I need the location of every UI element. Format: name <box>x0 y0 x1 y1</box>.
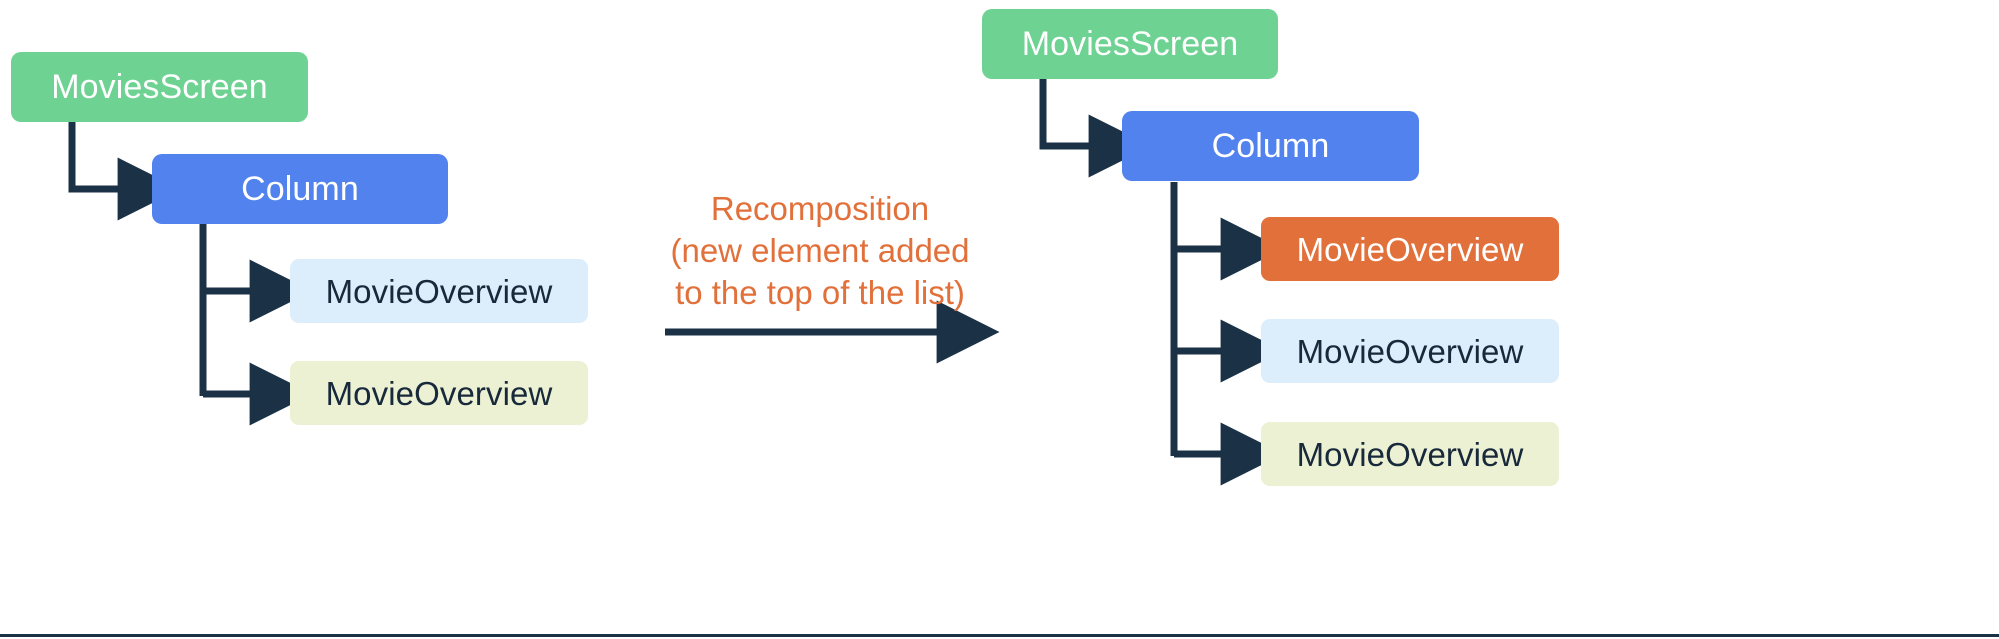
recomposition-caption: Recomposition (new element added to the … <box>670 190 970 311</box>
after-node-column-label: Column <box>1211 127 1330 165</box>
after-node-movie-overview-3-label: MovieOverview <box>1296 435 1524 473</box>
before-node-column[interactable]: Column <box>152 154 448 224</box>
after-node-movie-overview-2[interactable]: MovieOverview <box>1261 319 1559 383</box>
after-node-movies-screen-label: MoviesScreen <box>1021 25 1239 63</box>
after-node-movies-screen[interactable]: MoviesScreen <box>982 9 1278 79</box>
after-node-column[interactable]: Column <box>1122 111 1419 181</box>
after-node-movie-overview-2-label: MovieOverview <box>1296 332 1524 370</box>
after-node-movie-overview-new-label: MovieOverview <box>1296 230 1524 268</box>
before-node-movies-screen-label: MoviesScreen <box>51 68 268 106</box>
before-node-movie-overview-2[interactable]: MovieOverview <box>290 361 588 425</box>
before-node-movies-screen[interactable]: MoviesScreen <box>11 52 308 122</box>
edge-screen-to-column-right <box>1039 78 1152 178</box>
before-node-movie-overview-2-label: MovieOverview <box>325 374 553 412</box>
before-node-column-label: Column <box>241 170 359 208</box>
after-node-movie-overview-new[interactable]: MovieOverview <box>1261 217 1559 281</box>
before-node-movie-overview-1-label: MovieOverview <box>325 272 553 310</box>
after-node-movie-overview-3[interactable]: MovieOverview <box>1261 422 1559 486</box>
edge-screen-to-column-left <box>68 122 181 221</box>
before-node-movie-overview-1[interactable]: MovieOverview <box>290 259 588 323</box>
bottom-divider <box>0 634 1999 637</box>
